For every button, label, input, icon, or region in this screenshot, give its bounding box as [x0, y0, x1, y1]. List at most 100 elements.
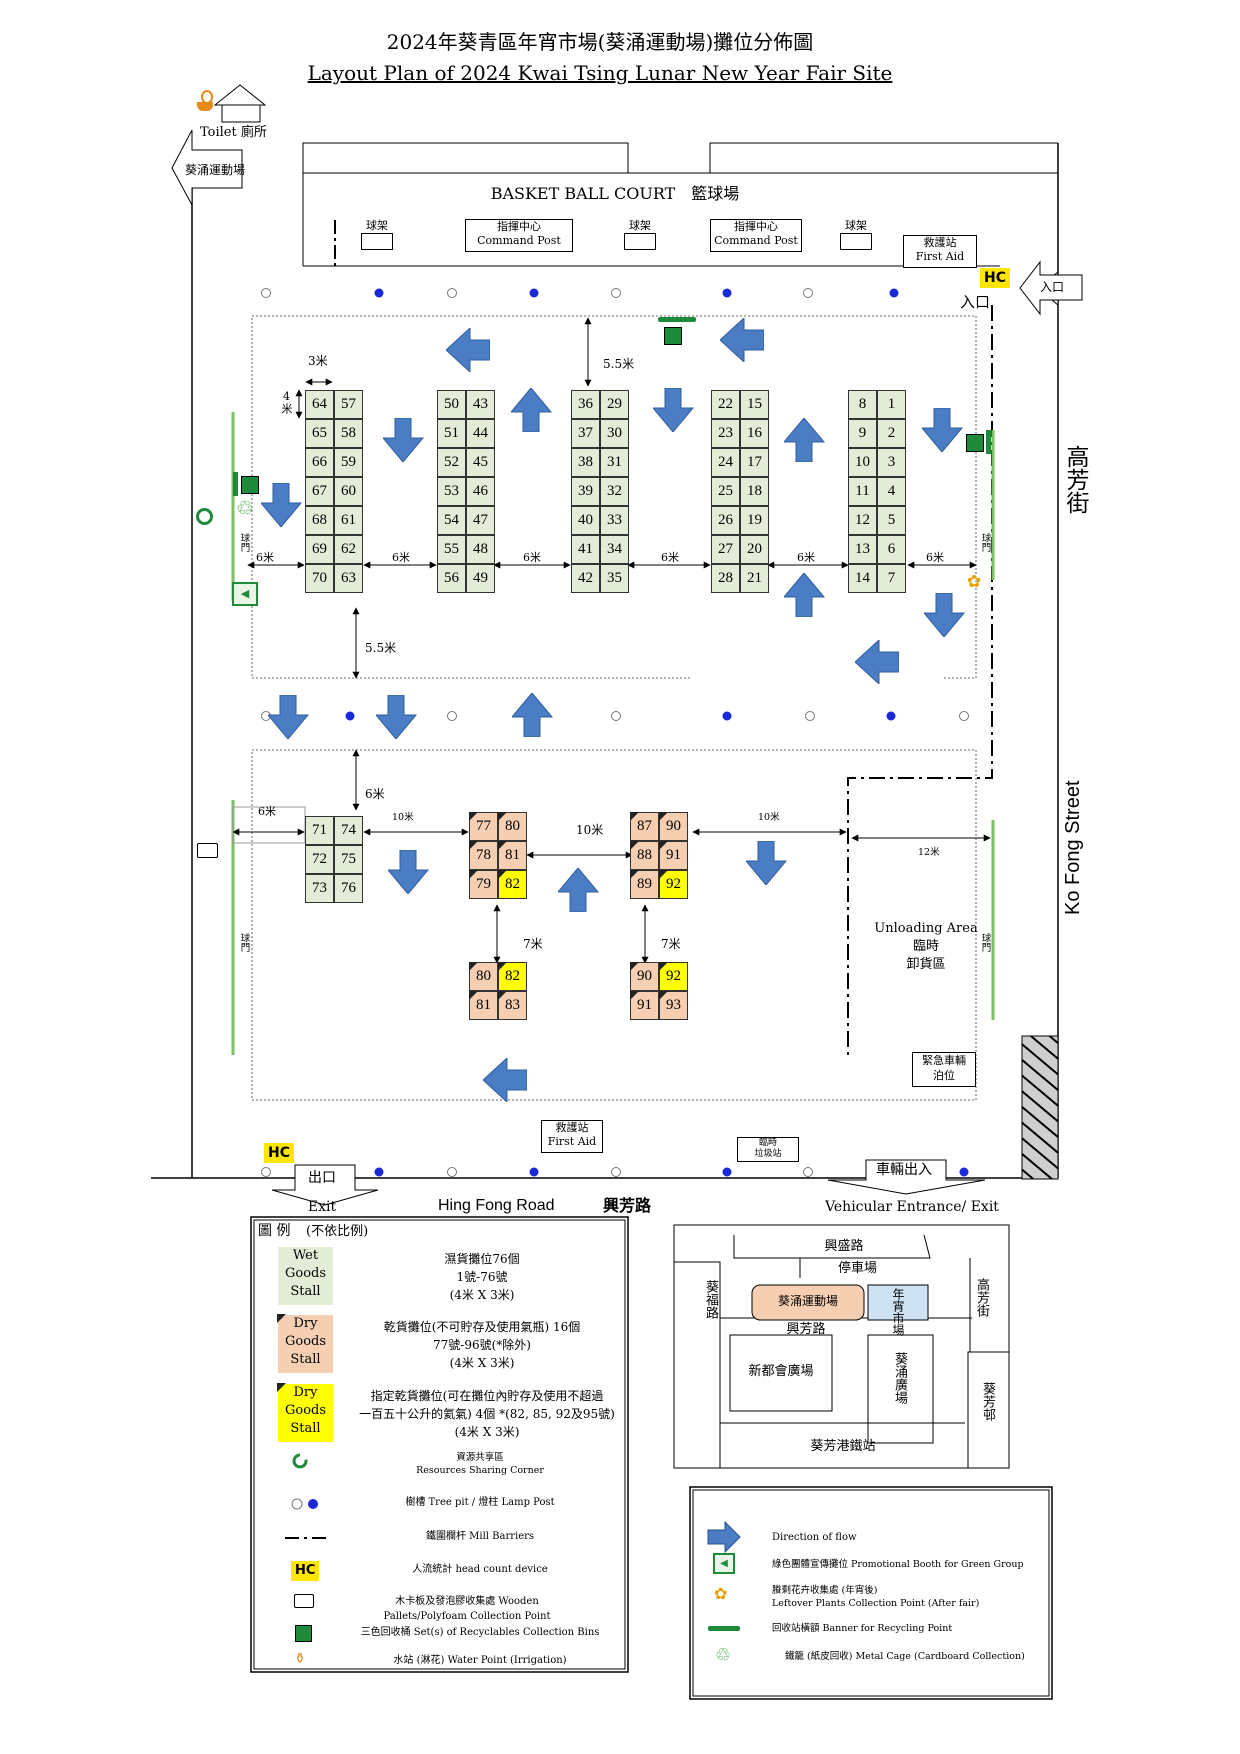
hoop [624, 233, 656, 250]
flow-arrow-d [383, 418, 425, 462]
stall-80: 80 [498, 812, 527, 841]
ko-fong-street-zh: 高芳街 [1062, 445, 1088, 514]
dim-4m: 4米 [280, 390, 293, 414]
stall-73: 73 [305, 874, 334, 903]
stall-34: 34 [600, 535, 629, 564]
flow-arrow-u [511, 388, 553, 432]
stall-54: 54 [437, 506, 466, 535]
vehicle-zh: 車輛出入 [876, 1162, 932, 1178]
stall-24: 24 [711, 448, 740, 477]
dim-6m: 6米 [661, 551, 679, 564]
stall-82: 82 [498, 962, 527, 991]
goal-label: 球門 [979, 933, 991, 952]
flow-arrow-d [388, 850, 430, 894]
dim-6m: 6米 [392, 551, 410, 564]
legend-treepit: 樹槽 Tree pit / 燈柱 Lamp Post [405, 1497, 555, 1508]
stall-20: 20 [740, 535, 769, 564]
flow-arrow-d [261, 483, 303, 527]
stall-41: 41 [571, 535, 600, 564]
flow-arrow-l [855, 640, 899, 684]
map-kwai-chung-plaza: 葵涌廣場 [892, 1352, 907, 1404]
stall-37: 37 [571, 419, 600, 448]
flow-arrow-l [720, 318, 764, 362]
stall-48: 48 [466, 535, 495, 564]
flow-arrow-d [746, 841, 788, 885]
flow-arrow-u [558, 868, 600, 912]
legend-hc-icon: HC [291, 1561, 320, 1581]
hoop [840, 233, 872, 250]
green-group-booth-icon: ◀ [232, 582, 258, 606]
resource-corner-icon [292, 1453, 308, 1469]
dim-5-5m: 5.5米 [365, 641, 397, 655]
stall-45: 45 [466, 448, 495, 477]
stall-32: 32 [600, 477, 629, 506]
toilet-icon [213, 84, 267, 123]
hing-fong-road-zh: 興芳路 [603, 1196, 652, 1215]
stall-59: 59 [334, 448, 363, 477]
stall-65: 65 [305, 419, 334, 448]
entrance-label: 入口 [960, 293, 991, 311]
stall-17: 17 [740, 448, 769, 477]
stall-67: 67 [305, 477, 334, 506]
map-fair: 年宵市場 [891, 1288, 905, 1336]
flow-arrow-l [446, 328, 490, 372]
legend-plants-icon: ✿ [714, 1584, 728, 1603]
stall-31: 31 [600, 448, 629, 477]
stall-55: 55 [437, 535, 466, 564]
goal-label: 球門 [238, 933, 250, 952]
stall-18: 18 [740, 477, 769, 506]
stall-68: 68 [305, 506, 334, 535]
stall-56: 56 [437, 564, 466, 593]
stall-81: 81 [469, 991, 498, 1020]
exit-sign-arrow [271, 1164, 379, 1206]
recycling-bins-icon [966, 434, 984, 452]
dim-10m: 10米 [392, 812, 414, 823]
hc-head-count-device: HC [264, 1143, 294, 1163]
entrance-sign-arrow [1019, 260, 1083, 316]
dim-10m: 10米 [758, 812, 780, 823]
stall-89: 89 [630, 870, 659, 899]
legend-title: 圖 例 [258, 1223, 291, 1239]
stall-91: 91 [630, 991, 659, 1020]
stall-5: 5 [877, 506, 906, 535]
dim-7m: 7米 [523, 937, 543, 951]
stall-74: 74 [334, 816, 363, 845]
stall-49: 49 [466, 564, 495, 593]
stall-78: 78 [469, 841, 498, 870]
stall-16: 16 [740, 419, 769, 448]
dim-12m: 12米 [918, 847, 940, 858]
legend-water: 水站 (淋花) Water Point (Irrigation) [393, 1655, 567, 1666]
stall-63: 63 [334, 564, 363, 593]
stall-77: 77 [469, 812, 498, 841]
legend-plants: 賸剩花卉收集處 (年宵後)Leftover Plants Collection … [772, 1585, 980, 1609]
stall-90: 90 [659, 812, 688, 841]
sports-ground-arrow [171, 129, 243, 206]
stall-21: 21 [740, 564, 769, 593]
stall-43: 43 [466, 390, 495, 419]
stall-44: 44 [466, 419, 495, 448]
stall-71: 71 [305, 816, 334, 845]
ko-fong-street-en: Ko Fong Street [1062, 780, 1084, 915]
recycling-banner [658, 317, 696, 322]
title-english: Layout Plan of 2024 Kwai Tsing Lunar New… [307, 61, 893, 85]
stall-2: 2 [877, 419, 906, 448]
stall-57: 57 [334, 390, 363, 419]
stall-69: 69 [305, 535, 334, 564]
map-hing-shing-road: 興盛路 [824, 1239, 864, 1254]
stall-75: 75 [334, 845, 363, 874]
stall-19: 19 [740, 506, 769, 535]
wooden-pallets-icon [197, 843, 218, 858]
dim-6m: 6米 [523, 551, 541, 564]
stall-38: 38 [571, 448, 600, 477]
stall-28: 28 [711, 564, 740, 593]
stall-82: 82 [498, 870, 527, 899]
map-hing-fong-road: 興芳路 [786, 1322, 826, 1337]
stall-91: 91 [659, 841, 688, 870]
hoop-label: 球架 [845, 219, 867, 232]
stall-90: 90 [630, 962, 659, 991]
